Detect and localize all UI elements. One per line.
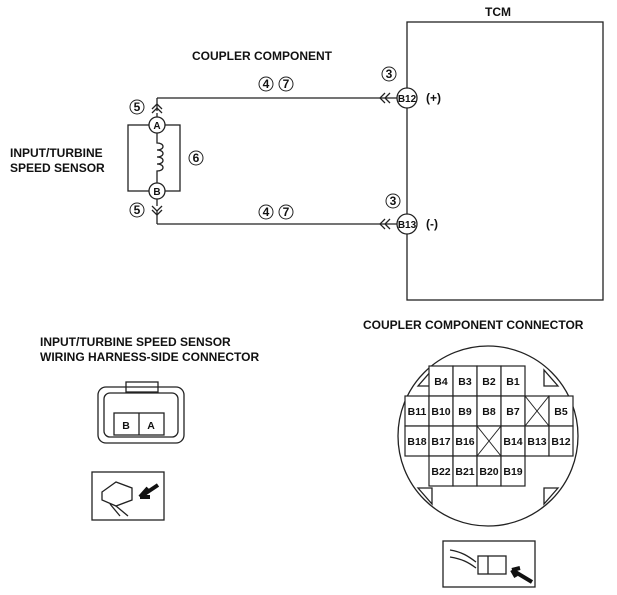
coupler-pin-b3: B3 bbox=[458, 376, 472, 388]
coupler-pin-b12: B12 bbox=[551, 436, 570, 448]
tcm-pin-b12 bbox=[396, 87, 418, 109]
callout-top-wire-4: 4 bbox=[258, 76, 274, 92]
coupler-pin-b20: B20 bbox=[479, 466, 498, 478]
callout-bottom-coupler-3: 3 bbox=[385, 193, 401, 209]
tcm-label: TCM bbox=[485, 5, 511, 19]
coupler-pin-b18: B18 bbox=[407, 436, 426, 448]
coil-icon bbox=[156, 133, 164, 183]
coupler-component-label: COUPLER COMPONENT bbox=[192, 49, 333, 63]
coupler-pin-cell bbox=[548, 425, 574, 457]
coupler-pin-b7: B7 bbox=[506, 406, 520, 418]
coupler-pin-cell bbox=[452, 365, 478, 397]
callout-bottom-wire-7: 7 bbox=[278, 204, 294, 220]
coupler-pin-b17: B17 bbox=[431, 436, 450, 448]
coupler-pin-cell bbox=[476, 395, 502, 427]
sensor-terminal-b-label: B bbox=[153, 187, 160, 198]
coupler-pin-cell bbox=[428, 425, 454, 457]
coupler-pin-cell bbox=[404, 425, 430, 457]
svg-text:5: 5 bbox=[134, 203, 141, 217]
coupler-pin-b9: B9 bbox=[458, 406, 472, 418]
tcm-pin-b13-label: B13 bbox=[398, 220, 417, 231]
tcm-minus-label: (-) bbox=[426, 217, 438, 231]
sensor-harness-connector: B A bbox=[97, 381, 185, 444]
svg-text:3: 3 bbox=[386, 67, 393, 81]
sensor-label-line1: INPUT/TURBINE bbox=[10, 146, 103, 160]
sensor-body bbox=[127, 124, 181, 192]
tcm-plus-label: (+) bbox=[426, 91, 441, 105]
coupler-pin-b1: B1 bbox=[506, 376, 520, 388]
coupler-pin-b4: B4 bbox=[434, 376, 448, 388]
coupler-pin-b10: B10 bbox=[431, 406, 450, 418]
bottom-coupler-connector-icon bbox=[379, 218, 391, 230]
coupler-pin-b19: B19 bbox=[503, 466, 522, 478]
top-sensor-connector-icon bbox=[151, 103, 163, 114]
coupler-pin-cell bbox=[548, 395, 574, 427]
callout-bottom-wire-4: 4 bbox=[258, 204, 274, 220]
sensor-connector-pin-a: A bbox=[147, 420, 155, 432]
coupler-blank-pin bbox=[476, 425, 502, 457]
svg-text:7: 7 bbox=[283, 77, 290, 91]
coupler-connector-title: COUPLER COMPONENT CONNECTOR bbox=[363, 318, 584, 332]
svg-text:4: 4 bbox=[263, 77, 270, 91]
sensor-connector-pin-b: B bbox=[122, 420, 130, 432]
coupler-pin-b11: B11 bbox=[408, 406, 427, 418]
coupler-pin-b8: B8 bbox=[482, 406, 496, 418]
tcm-pin-b12-label: B12 bbox=[398, 94, 417, 105]
connector-probe-icon-2 bbox=[442, 540, 536, 588]
coupler-pin-cell bbox=[452, 395, 478, 427]
connector-probe-icon bbox=[91, 471, 165, 521]
coupler-pin-b22: B22 bbox=[431, 466, 450, 478]
coupler-pin-b13: B13 bbox=[527, 436, 546, 448]
tcm-box bbox=[406, 21, 604, 301]
bottom-sensor-connector-icon bbox=[151, 205, 163, 216]
coupler-pin-b16: B16 bbox=[455, 436, 474, 448]
coupler-pin-b2: B2 bbox=[482, 376, 496, 388]
callout-top-coupler-3: 3 bbox=[381, 66, 397, 82]
coupler-pin-b14: B14 bbox=[503, 436, 522, 448]
coupler-pin-b21: B21 bbox=[455, 466, 474, 478]
svg-text:4: 4 bbox=[263, 205, 270, 219]
callout-top-sensor-5: 5 bbox=[129, 99, 145, 115]
svg-text:7: 7 bbox=[283, 205, 290, 219]
callout-top-wire-7: 7 bbox=[278, 76, 294, 92]
callout-bottom-sensor-5: 5 bbox=[129, 202, 145, 218]
coupler-pin-cell bbox=[428, 455, 454, 487]
coupler-pin-b5: B5 bbox=[554, 406, 568, 418]
sensor-terminal-a-label: A bbox=[153, 121, 160, 132]
sensor-label-line2: SPEED SENSOR bbox=[10, 161, 105, 175]
svg-text:5: 5 bbox=[134, 100, 141, 114]
tcm-pin-b13 bbox=[396, 213, 418, 235]
svg-text:6: 6 bbox=[193, 151, 200, 165]
top-coupler-connector-icon bbox=[379, 92, 391, 104]
coupler-pin-cell bbox=[500, 455, 526, 487]
sensor-connector-title-line2: WIRING HARNESS-SIDE CONNECTOR bbox=[40, 350, 259, 364]
coupler-pin-cell bbox=[500, 365, 526, 397]
callout-coil-6: 6 bbox=[188, 150, 204, 166]
coupler-blank-pin bbox=[524, 395, 550, 427]
svg-text:3: 3 bbox=[390, 194, 397, 208]
coupler-pin-cell bbox=[524, 425, 550, 457]
coupler-pin-cell bbox=[476, 365, 502, 397]
sensor-connector-title-line1: INPUT/TURBINE SPEED SENSOR bbox=[40, 335, 231, 349]
